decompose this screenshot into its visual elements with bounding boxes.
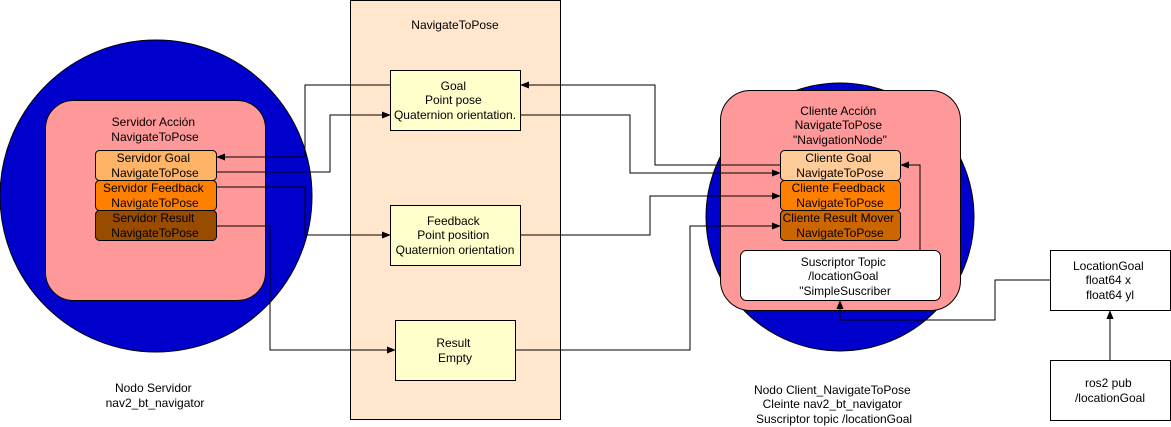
client-result-label: Cliente Result Mover NavigateToPose: [783, 211, 898, 240]
edge-goal-to-server-goal: [216, 84, 390, 161]
edge-server-result-to-result: [217, 225, 396, 354]
edge-client-goal-to-goal: [520, 81, 780, 166]
client-subscriber-label: Suscriptor Topic /locationGoal "SimpleSu…: [799, 255, 891, 298]
client-action-title: Cliente Acción NavigateToPose "Navigatio…: [793, 104, 887, 147]
feedback-message-box: [390, 205, 521, 266]
edge-server-goal-to-goal: [217, 111, 391, 173]
server-action-title: Servidor Acción NavigateToPose: [111, 115, 199, 144]
edge-goal-to-client-goal: [521, 114, 781, 177]
client-feedback-label: Cliente Feedback NavigateToPose: [792, 181, 889, 210]
client-goal-label: Cliente Goal NavigateToPose: [796, 151, 884, 180]
edge-location-goal-to-subscriber: [836, 279, 1050, 321]
ros2-pub-box: [1050, 360, 1171, 421]
location-goal-label: LocationGoal float64 x float64 yl: [1073, 259, 1147, 302]
server-result-box: [95, 210, 217, 241]
goal-message-box: [390, 70, 521, 131]
server-result-label: Servidor Result NavigateToPose: [111, 211, 199, 240]
edge-result-to-client-result: [516, 222, 781, 351]
ros2-pub-label: ros2 pub /locationGoal: [1075, 376, 1145, 405]
goal-message-label: Goal Point pose Quaternion orientation.: [394, 79, 516, 122]
edge-subscriber-to-client-goal: [900, 161, 921, 250]
server-goal-label: Servidor Goal NavigateToPose: [111, 151, 199, 180]
server-caption: Nodo Servidor nav2_bt_navigator: [106, 381, 205, 410]
navigate-to-pose-title: NavigateToPose: [411, 18, 499, 32]
edge-server-feedback-to-feedback: [217, 186, 391, 239]
result-message-label: Result Empty: [436, 336, 473, 365]
client-caption: Nodo Client_NavigateToPose Cleinte nav2_…: [754, 383, 914, 426]
edge-feedback-to-client-feedback: [521, 192, 781, 236]
server-feedback-label: Servidor Feedback NavigateToPose: [103, 181, 207, 210]
feedback-message-label: Feedback Point position Quaternion orien…: [396, 214, 515, 257]
